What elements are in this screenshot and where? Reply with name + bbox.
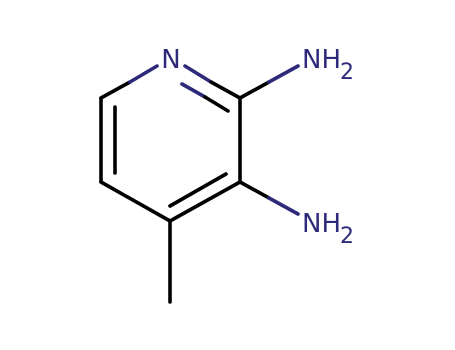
amine-top-subscript: 2 xyxy=(340,60,354,85)
amine-top-label: NH xyxy=(302,45,341,75)
bond-c2-amine-top-a xyxy=(238,80,271,100)
bond-n1-c2-inner-b xyxy=(203,95,230,113)
bond-c4-c5 xyxy=(99,180,172,223)
bond-c3-c4 xyxy=(168,180,242,223)
bond-c3-amine-bottom-b xyxy=(267,196,300,216)
atom-labels: N NH 2 NH 2 xyxy=(161,45,354,249)
bond-c6-n1-b xyxy=(128,64,159,84)
bond-c6-n1-a xyxy=(99,80,132,100)
bonds xyxy=(99,64,300,304)
ring-nitrogen-label: N xyxy=(161,45,180,75)
bond-n1-c2-b xyxy=(209,80,242,100)
amine-bottom-label: NH xyxy=(302,209,341,239)
bond-n1-c2-a xyxy=(183,64,213,84)
bond-c3-amine-bottom-a xyxy=(238,180,271,200)
bond-c2-amine-top-b xyxy=(267,64,300,84)
amine-bottom-subscript: 2 xyxy=(340,224,354,249)
bond-n1-c2-inner-a xyxy=(180,82,207,99)
bond-c3-c4-inner xyxy=(168,172,228,208)
